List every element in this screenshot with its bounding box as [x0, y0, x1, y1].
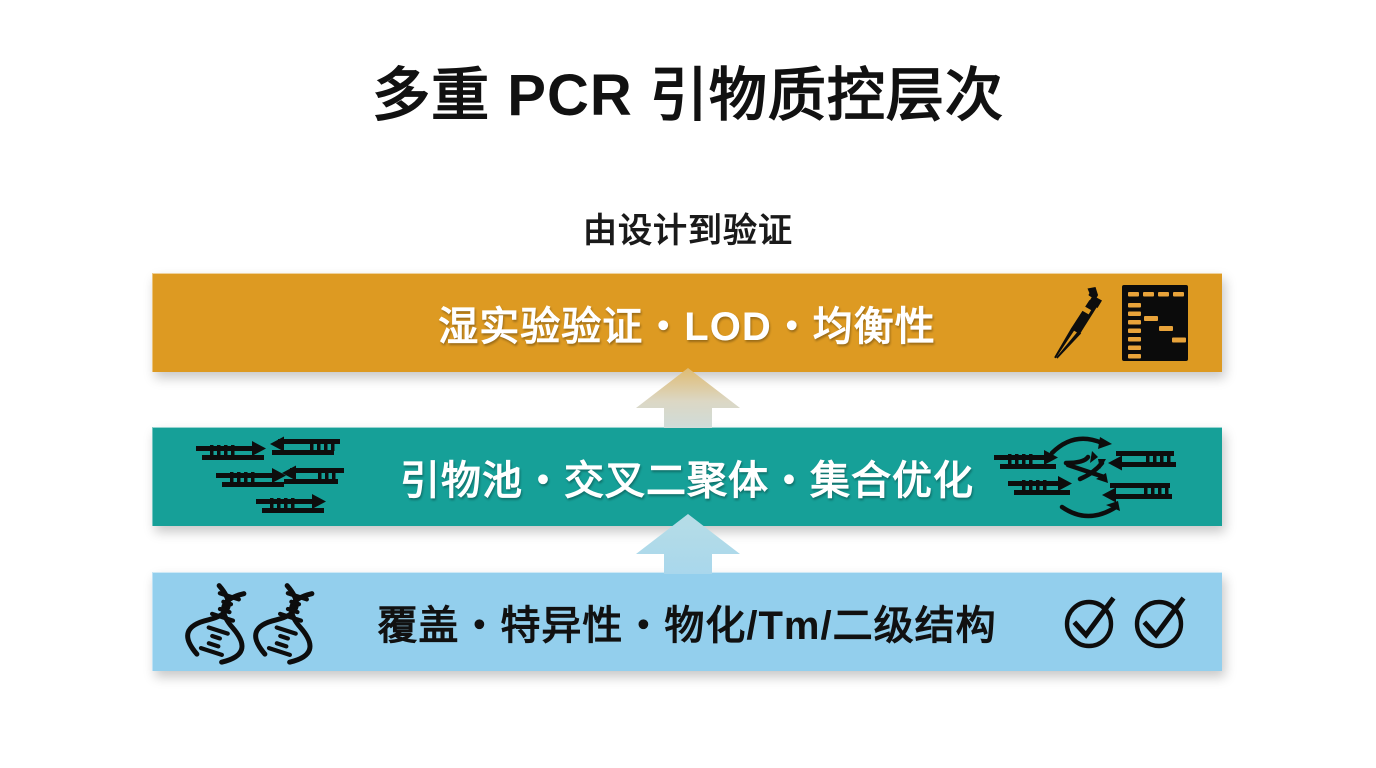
icon-group-primer-pool [194, 427, 344, 526]
primer-pool-icon [194, 435, 344, 519]
dna-helix-icon [185, 582, 248, 665]
layer-bar-primer-pool-optimization[interactable]: 引物池・交叉二聚体・集合优化 [152, 427, 1222, 526]
layer-label-primer-pool-optimization: 引物池・交叉二聚体・集合优化 [400, 458, 974, 503]
pipette-icon [1046, 286, 1108, 360]
page-subtitle: 由设计到验证 [583, 212, 793, 250]
page-title: 多重 PCR 引物质控层次 [372, 63, 1004, 128]
check-circle-icon [1062, 594, 1118, 650]
icon-group-wet-lab [1046, 273, 1188, 372]
layer-label-in-silico-design: 覆盖・特异性・物化/Tm/二级结构 [377, 603, 997, 648]
gel-electrophoresis-icon [1122, 284, 1188, 361]
layer-label-wet-lab-validation: 湿实验验证・LOD・均衡性 [438, 304, 936, 349]
dna-helix-icon [253, 582, 316, 665]
icon-group-cross-dimer [992, 427, 1188, 526]
cross-dimer-interaction-icon [992, 433, 1188, 521]
icon-group-checks [1062, 572, 1188, 671]
check-circle-icon [1132, 594, 1188, 650]
icon-group-dna [185, 572, 316, 671]
connector-arrow-middle-to-top [0, 368, 1376, 428]
layer-bar-wet-lab-validation[interactable]: 湿实验验证・LOD・均衡性 [152, 273, 1222, 372]
arrow-up-icon [636, 368, 740, 428]
layer-bar-in-silico-design[interactable]: 覆盖・特异性・物化/Tm/二级结构 [152, 572, 1222, 671]
